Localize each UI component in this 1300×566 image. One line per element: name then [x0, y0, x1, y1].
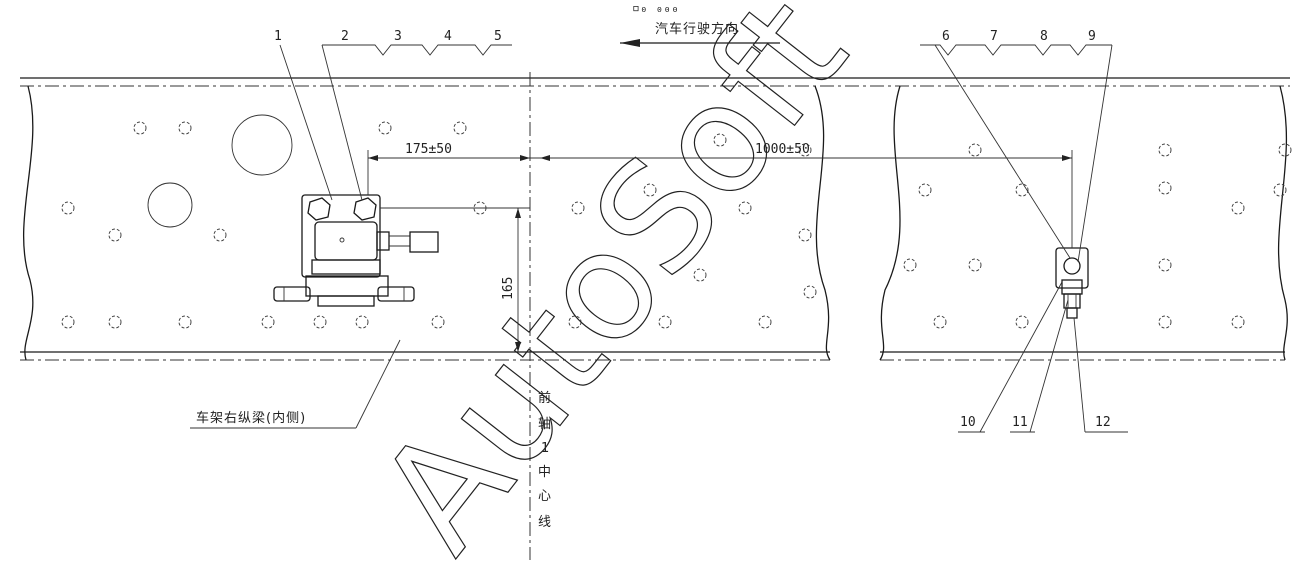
dimension-vertical: 165	[501, 277, 516, 300]
axle-label-char: 中	[538, 465, 552, 480]
axle-label-char: 轴	[538, 417, 552, 432]
callout-number: 5	[494, 29, 502, 44]
frame-rail	[20, 77, 1290, 361]
callout-number: 7	[990, 29, 998, 44]
callout-number: 12	[1095, 415, 1111, 430]
callout-number: 9	[1088, 29, 1096, 44]
callout-number: 6	[942, 29, 950, 44]
dimension-left: 175±50	[405, 142, 452, 157]
axle-label-char: 1	[541, 441, 550, 456]
callout-number: 3	[394, 29, 402, 44]
callout-numbers: 1 2 3 4 5 6 7 8 9 10 11 12	[274, 29, 1111, 430]
frame-label: 车架右纵梁(内侧)	[196, 410, 306, 426]
dimension-lines	[367, 150, 1073, 352]
watermark: AutoSoft	[346, 0, 880, 566]
callout-number: 1	[274, 29, 282, 44]
valve-assembly	[273, 194, 439, 307]
callout-number: 10	[960, 415, 976, 430]
callout-number: 11	[1012, 415, 1028, 430]
sensor-assembly	[1055, 247, 1089, 319]
direction-label: 汽车行驶方向	[655, 21, 739, 37]
axle-label-char: 心	[538, 489, 552, 504]
axle-label: 前 轴 1 中 心 线	[538, 390, 552, 530]
leader-lines	[190, 44, 1128, 433]
callout-number: 4	[444, 29, 452, 44]
small-mark: ▫₀ ₀₀₀	[632, 1, 679, 16]
direction-arrow	[620, 39, 780, 47]
dimension-right: 1000±50	[755, 142, 810, 157]
callout-number: 8	[1040, 29, 1048, 44]
frame-holes	[61, 114, 1292, 329]
axle-label-char: 前	[538, 390, 552, 406]
axle-label-char: 线	[538, 515, 552, 530]
callout-number: 2	[341, 29, 349, 44]
